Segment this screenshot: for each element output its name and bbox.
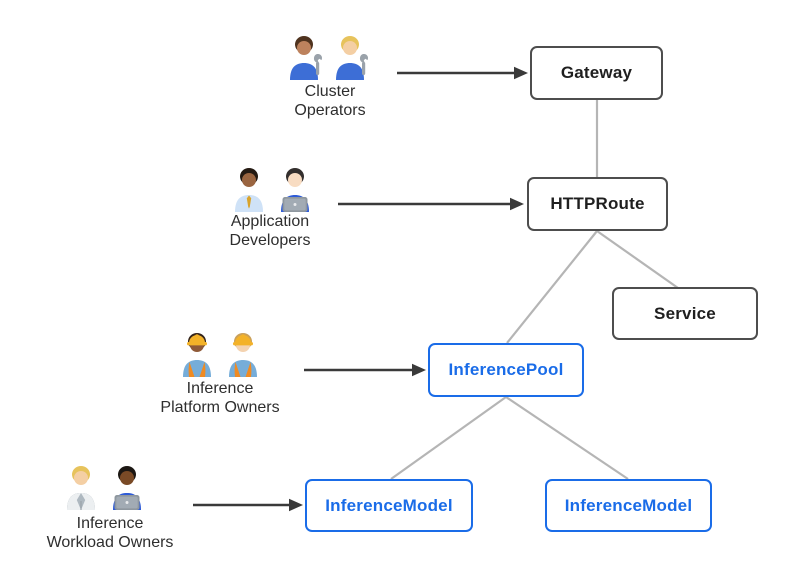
arrow-inference-platform-owners-to-inferencepool <box>304 363 426 377</box>
health-worker-emoji <box>66 466 96 511</box>
node-service: Service <box>612 287 758 340</box>
man-technologist-emoji <box>113 466 141 510</box>
arrow-application-developers-to-httproute <box>338 197 524 211</box>
edge-httproute-service <box>596 230 679 289</box>
inference-platform-owners-emojis <box>183 333 257 377</box>
man-mechanic-emoji <box>290 36 322 80</box>
node-inferencemodel-1: InferenceModel <box>305 479 473 532</box>
persona-label-line: Inference <box>186 380 254 397</box>
node-gateway: Gateway <box>530 46 663 100</box>
arrow-cluster-operators-to-gateway <box>397 66 528 80</box>
node-inferencemodel-2: InferenceModel <box>545 479 712 532</box>
persona-label-line: Cluster <box>304 83 356 100</box>
cluster-operators-emojis <box>290 36 368 80</box>
node-inferencepool: InferencePool <box>428 343 584 397</box>
arrow-inference-workload-owners-to-inferencemodel <box>193 498 303 512</box>
persona-label-line: Application <box>230 213 310 230</box>
woman-mechanic-emoji <box>336 36 368 80</box>
application-developers-emojis <box>235 168 309 212</box>
node-httproute: HTTPRoute <box>527 177 668 231</box>
persona-label-application-developers: Application Developers <box>180 212 360 250</box>
man-office-worker-emoji <box>235 168 263 212</box>
edge-httproute-inferencepool <box>506 230 598 344</box>
inference-workload-owners-emojis <box>66 466 141 511</box>
edge-inferencepool-inferencemodel-2 <box>505 396 629 480</box>
persona-label-line: Platform Owners <box>160 399 280 416</box>
woman-construction-worker-emoji <box>183 333 211 377</box>
edge-inferencepool-inferencemodel-1 <box>390 396 507 480</box>
persona-label-line: Inference <box>76 515 144 532</box>
persona-label-line: Workload Owners <box>46 534 174 551</box>
persona-label-cluster-operators: Cluster Operators <box>240 82 420 120</box>
persona-label-inference-workload-owners: Inference Workload Owners <box>20 514 200 552</box>
man-construction-worker-emoji <box>229 333 257 377</box>
woman-technologist-emoji <box>281 168 309 212</box>
persona-label-line: Operators <box>294 102 366 119</box>
persona-label-line: Developers <box>229 232 311 249</box>
persona-label-inference-platform-owners: Inference Platform Owners <box>130 379 310 417</box>
persona-arrows <box>193 66 528 512</box>
